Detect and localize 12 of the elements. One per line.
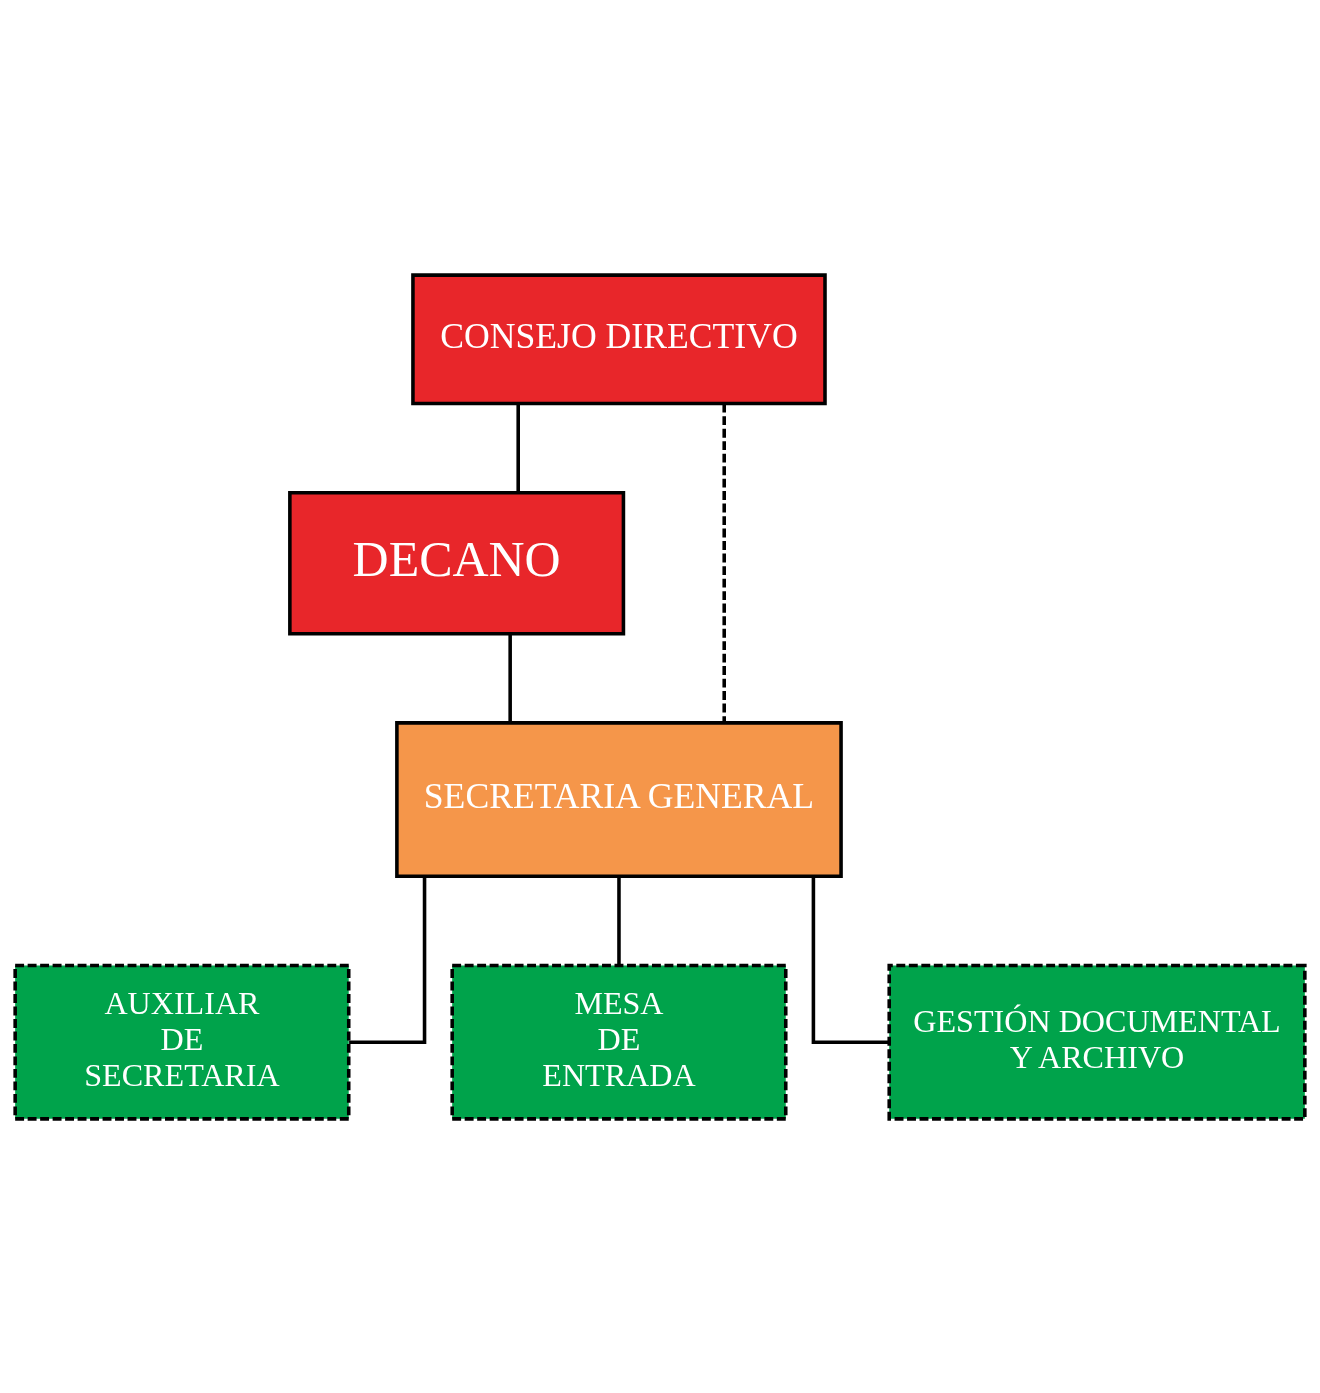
connector (349, 875, 427, 1044)
node-box: MESA DE ENTRADA (450, 963, 788, 1121)
node-box: CONSEJO DIRECTIVO (411, 272, 827, 405)
connector (617, 875, 621, 965)
connector (508, 633, 512, 722)
node-box: SECRETARIA GENERAL (395, 720, 843, 878)
connector (722, 403, 726, 722)
node-box: GESTIÓN DOCUMENTAL Y ARCHIVO (887, 963, 1307, 1121)
node-box: DECANO (288, 490, 626, 635)
connector (516, 403, 520, 492)
node-box: AUXILIAR DE SECRETARIA (13, 963, 351, 1121)
connector (811, 875, 889, 1044)
